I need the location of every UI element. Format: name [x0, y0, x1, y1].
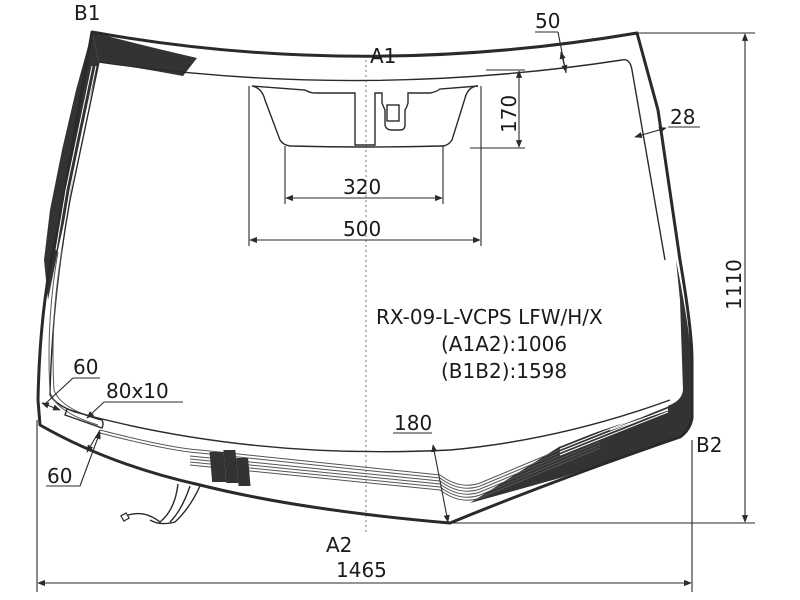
dim-overall-width: 1465 — [336, 558, 387, 582]
windshield-outer-edge — [36, 30, 694, 525]
sensor-area — [251, 85, 479, 148]
point-b1-label: B1 — [74, 1, 100, 25]
dim-sensor-inner-width: 320 — [343, 175, 381, 199]
dim-top-band: 50 — [535, 9, 560, 33]
diagonal-a1a2: (A1A2):1006 — [441, 332, 567, 356]
part-code: RX-09-L-VCPS LFW/H/X — [376, 305, 603, 329]
dim-bottom-band: 180 — [394, 411, 432, 435]
dim-overall-height: 1110 — [722, 259, 746, 310]
dim-sensor-height: 170 — [497, 95, 521, 133]
dim-heated-element: 80x10 — [106, 379, 169, 403]
dim-corner-bottom: 60 — [47, 464, 72, 488]
dim-corner-top: 60 — [73, 355, 98, 379]
diagonal-b1b2: (B1B2):1598 — [441, 359, 567, 383]
point-a2-label: A2 — [326, 533, 352, 557]
dim-side-band: 28 — [670, 105, 695, 129]
dim-sensor-outer-width: 500 — [343, 217, 381, 241]
inner-edge-top — [98, 59, 666, 261]
connector — [120, 450, 251, 525]
point-a1-label: A1 — [370, 44, 396, 68]
point-b2-label: B2 — [696, 433, 722, 457]
